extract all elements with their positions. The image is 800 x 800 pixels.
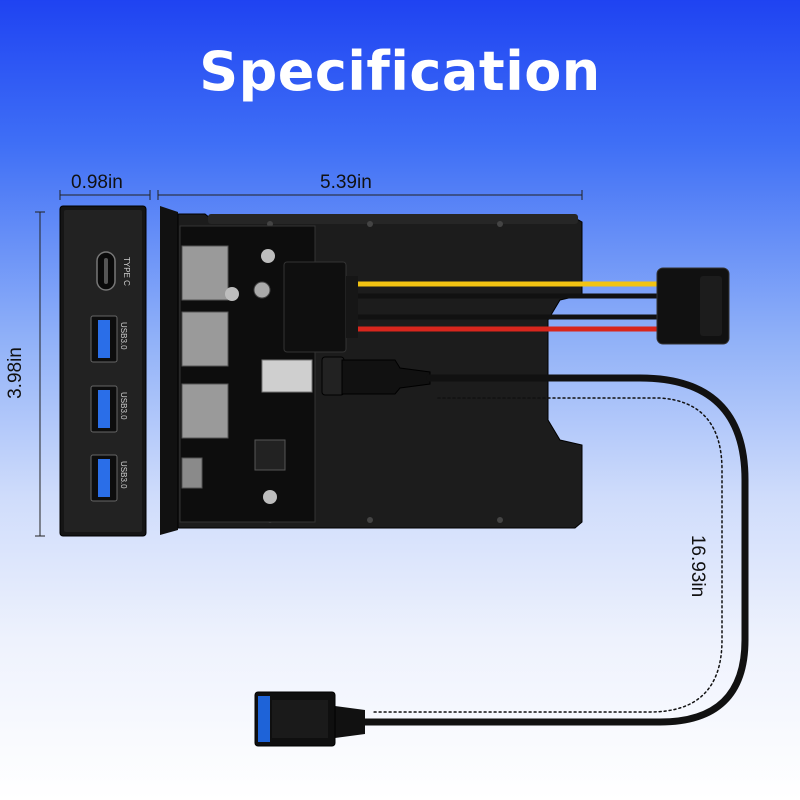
internal-usb-port (181, 245, 229, 301)
front-panel (59, 205, 147, 537)
usb3-label-1: USB3.0 (119, 322, 128, 350)
screw-icon (261, 249, 275, 263)
cable-length-line (371, 397, 723, 713)
power-cable (283, 261, 730, 353)
internal-usb-c-port (181, 457, 203, 489)
page-title: Specification (199, 40, 601, 103)
type-c-label: TYPE C (122, 257, 131, 286)
chip (254, 439, 286, 471)
internal-usb-a-socket (261, 359, 313, 393)
usb3-label-2: USB3.0 (119, 392, 128, 420)
screw-icon (225, 287, 239, 301)
bracket-width-label: 5.39in (320, 172, 372, 193)
panel-width-label: 0.98in (71, 172, 123, 193)
internal-usb-port (181, 383, 229, 439)
screw-icon (263, 490, 277, 504)
cable-length-label: 16.93in (687, 534, 709, 598)
dimension-lines (35, 190, 583, 537)
usb3-label-3: USB3.0 (119, 461, 128, 489)
height-label: 3.98in (4, 347, 26, 399)
usb-header-cable (254, 356, 749, 747)
internal-usb-port (181, 311, 229, 367)
